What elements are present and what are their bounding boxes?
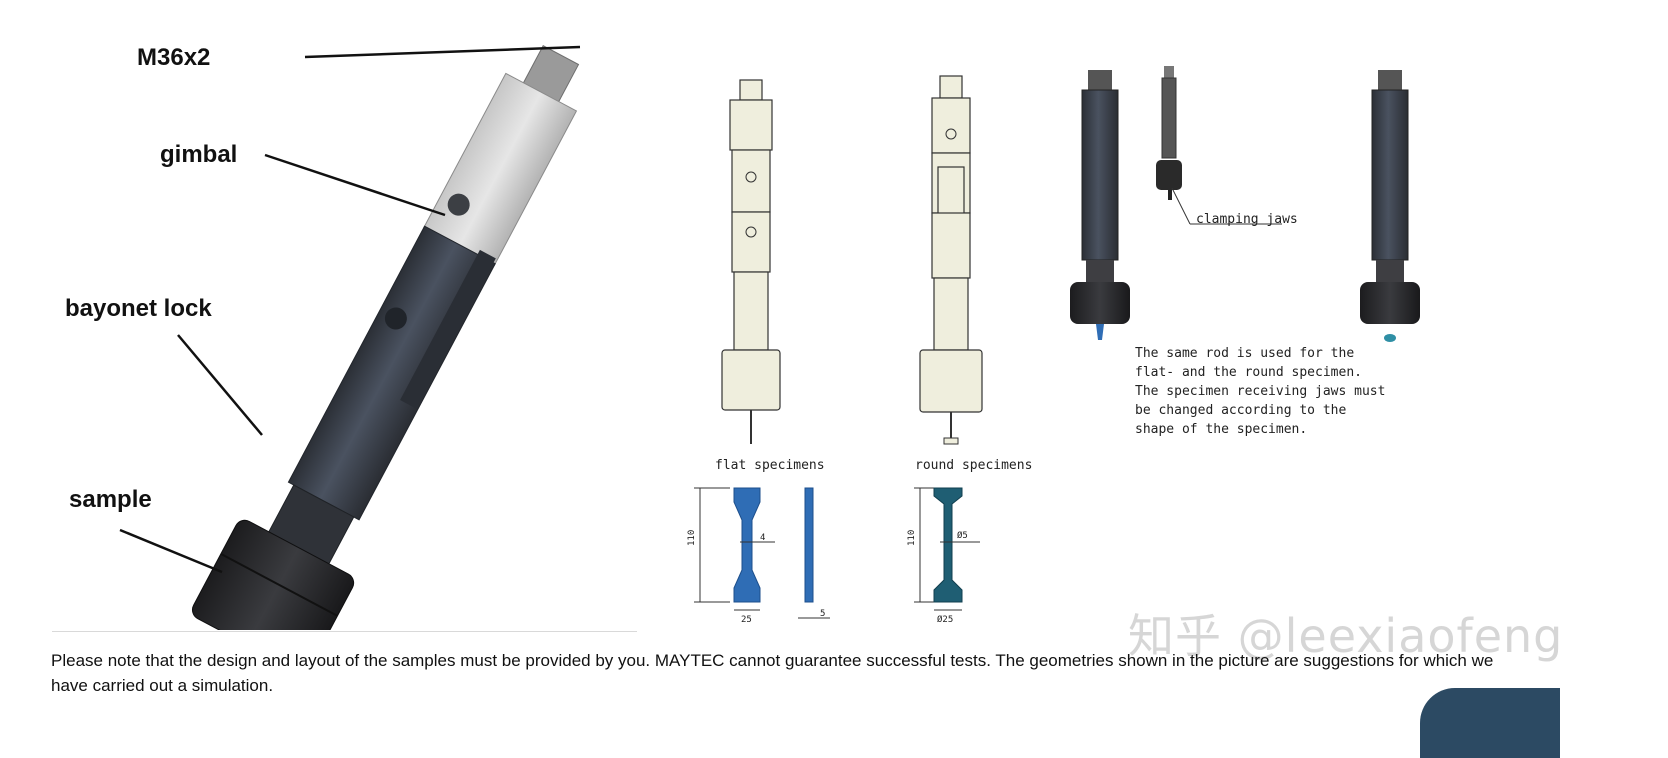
dim-round-grip: Ø25 [937, 614, 953, 625]
dim-flat-length: 110 [687, 530, 697, 546]
dim-flat-thickness: 5 [820, 609, 825, 619]
leader-thread [304, 45, 581, 59]
leader-sample [119, 528, 223, 574]
shaded-rod-small [1156, 66, 1182, 200]
round-specimen-drawing: 110 Ø5 Ø25 [907, 487, 980, 625]
dim-flat-grip: 25 [741, 615, 752, 625]
main-tube [287, 225, 496, 521]
label-sample: sample [69, 486, 152, 513]
gimbal-body [422, 72, 578, 267]
leader-gimbal [264, 153, 446, 217]
label-gimbal: gimbal [160, 141, 238, 168]
rod-note-line: shape of the specimen. [1135, 422, 1308, 437]
shaded-rod-right [1360, 70, 1420, 342]
footnote: Please note that the design and layout o… [51, 651, 1494, 695]
dim-round-dia: Ø5 [957, 530, 968, 541]
leader-bayonet [177, 334, 263, 436]
label-bayonet: bayonet lock [65, 295, 212, 322]
rod-note-line: be changed according to the [1135, 403, 1347, 418]
label-thread: M36x2 [137, 44, 211, 71]
watermark: 知乎 @leexiaofeng [1128, 609, 1564, 663]
rod-illustration [119, 45, 581, 630]
bayonet-lock-body [191, 519, 355, 630]
flat-specimen-drawing: 110 4 25 5 [687, 487, 830, 625]
rod-note-line: The same rod is used for the [1135, 346, 1355, 361]
divider [52, 631, 637, 632]
flat-rod-drawing [721, 79, 781, 444]
round-rod-drawing [919, 75, 983, 445]
rod-note: The same rod is used for the flat- and t… [1135, 344, 1385, 439]
caption-flat: flat specimens [715, 458, 825, 473]
floating-widget[interactable] [1420, 688, 1560, 758]
caption-round: round specimens [915, 458, 1033, 473]
rod-note-line: flat- and the round specimen. [1135, 365, 1362, 380]
label-clamping-jaws: clamping jaws [1196, 212, 1298, 227]
clamping-jaws-leader [1171, 187, 1282, 225]
shaded-rod-left [1070, 70, 1130, 340]
dim-flat-width: 4 [760, 533, 765, 543]
rod-note-line: The specimen receiving jaws must [1135, 384, 1386, 399]
dim-round-length: 110 [907, 530, 917, 546]
